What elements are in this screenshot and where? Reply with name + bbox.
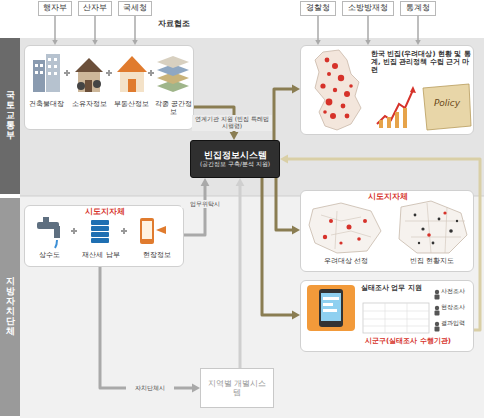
flow-connector: [315, 16, 321, 45]
map-panel: 시도지자체우려대상 선정빈집 현황지도: [300, 190, 474, 272]
node-text: 시군구(실태조사 수행기관): [341, 337, 475, 345]
flow-connector: [52, 16, 58, 45]
node-text: 재산세 납부: [73, 251, 129, 259]
flow-connector: [92, 16, 98, 45]
node-title: 소방방재청: [348, 4, 388, 13]
agency-box: 행자부: [38, 1, 72, 16]
ministry-zone: [20, 38, 484, 196]
core-system-box: 빈집정보시스템(공간정보 구축/분석 지원): [190, 140, 280, 178]
node-text: 현장조사: [441, 304, 475, 311]
node-text: 상수도: [25, 251, 73, 259]
node-text: 소유자정보: [68, 100, 110, 108]
node-text: 각종 공간정보: [152, 100, 195, 116]
flow-connector: [276, 178, 300, 234]
node-title: 건축물대장: [25, 100, 68, 108]
flow-connector: [236, 178, 245, 368]
node-title: 지방자치단체: [6, 277, 15, 336]
node-text: 사전조사: [441, 288, 475, 295]
flow-connector: [100, 267, 200, 392]
node-title: 산자부: [83, 4, 107, 13]
agency-box: 소방방재청: [342, 1, 394, 16]
node-text: (공간정보 구축/분석 지원): [200, 161, 270, 168]
flow-connector: [274, 85, 300, 140]
agency-box: 산자부: [78, 1, 112, 16]
node-title: 국세청: [123, 4, 147, 13]
node-text: 부동산정보: [110, 100, 152, 108]
flow-connector: [132, 16, 138, 45]
statistics-panel: 한국 빈집(우려대상) 현황 및 통계, 빈집 관리정책 수립 근거 마련 Pol…: [300, 45, 474, 135]
edge-label: 자치단체시: [126, 384, 174, 393]
flow-connector: [415, 16, 421, 45]
agency-box: 통계청: [400, 1, 436, 16]
node-title: 지역별 개별시스템: [205, 379, 269, 397]
node-title: 실태조사 업무 지원: [361, 285, 431, 292]
flow-connector: [365, 16, 371, 45]
node-title: 행자부: [43, 4, 67, 13]
node-text: 우려대상 선정: [303, 257, 389, 265]
ministry-band: 국토교통부: [0, 38, 20, 194]
note-label: 자료협조: [158, 20, 190, 29]
survey-panel: 실태조사 업무 지원 사전조사현장조사결과입력시군구(실태조사 수행기관): [300, 280, 474, 352]
node-text: Policy: [425, 98, 469, 108]
flow-connector: [262, 178, 300, 319]
local-data-panel: 시도지자체상수도재산세 납부현장정보: [24, 205, 184, 267]
node-title: 통계청: [406, 4, 430, 13]
source-icons: [25, 46, 195, 131]
regional-system-box: 지역별 개별시스템: [200, 368, 274, 408]
local-gov-band: 지방자치단체: [0, 198, 20, 416]
agency-box: 국세청: [118, 1, 152, 16]
source-data-panel: 건축물대장소유자정보부동산정보각종 공간정보: [24, 45, 194, 130]
node-title: 시도지자체: [348, 193, 428, 202]
local-zone: [20, 196, 484, 418]
edge-label: 업무위탁시: [181, 200, 229, 209]
node-text: 빈집 현황지도: [389, 257, 475, 265]
node-title: 한국 빈집(우려대상) 현황 및 통계, 빈집 관리정책 수립 근거 마련: [371, 51, 471, 74]
node-title: 빈집정보시스템: [204, 151, 267, 161]
edge-label: 연계기관 지원 (빈집 특례법 시행령): [192, 115, 272, 131]
node-title: 시도지자체: [65, 208, 145, 217]
node-title: 경찰청: [306, 4, 330, 13]
node-title: 국토교통부: [6, 91, 15, 140]
node-text: 현장정보: [129, 251, 185, 259]
node-text: 결과입력: [441, 320, 475, 327]
agency-box: 경찰청: [300, 1, 336, 16]
